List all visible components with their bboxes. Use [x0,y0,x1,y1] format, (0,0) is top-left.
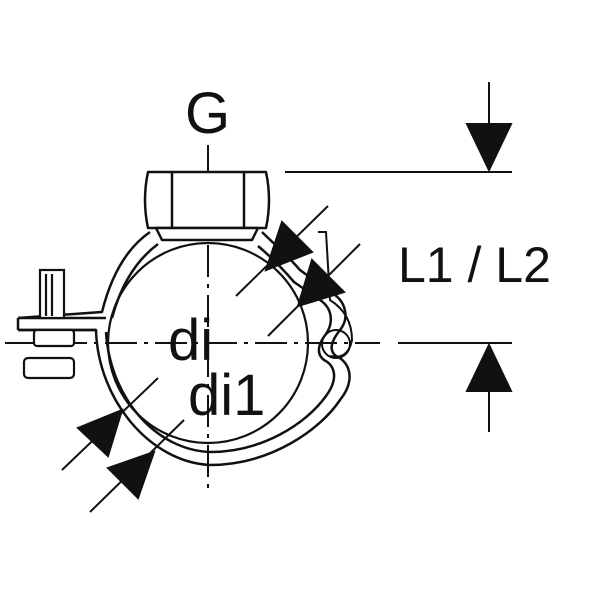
label-inner-diameter: di [168,308,213,373]
outlet-nut [143,170,271,242]
latch-pin [321,329,351,359]
di1-arrow-top [296,258,346,308]
bolt-nut [32,328,76,348]
di1-arrow-bottom [106,450,156,500]
diameter-dimensions [61,205,361,513]
arrow-up [465,342,513,392]
ear-bolt [22,268,76,380]
nut-collar [154,226,260,242]
label-inner-diameter-1: di1 [188,363,265,428]
latch [318,231,354,359]
label-length: L1 / L2 [398,237,551,293]
arrow-down [465,123,513,173]
label-thread-g: G [185,81,230,146]
di-arrow-bottom [76,408,124,458]
bolt-washer [22,356,76,380]
di-arrow-top [264,220,314,272]
length-dimension [285,82,513,432]
latch-clip [318,231,354,358]
nut-body [143,170,271,230]
